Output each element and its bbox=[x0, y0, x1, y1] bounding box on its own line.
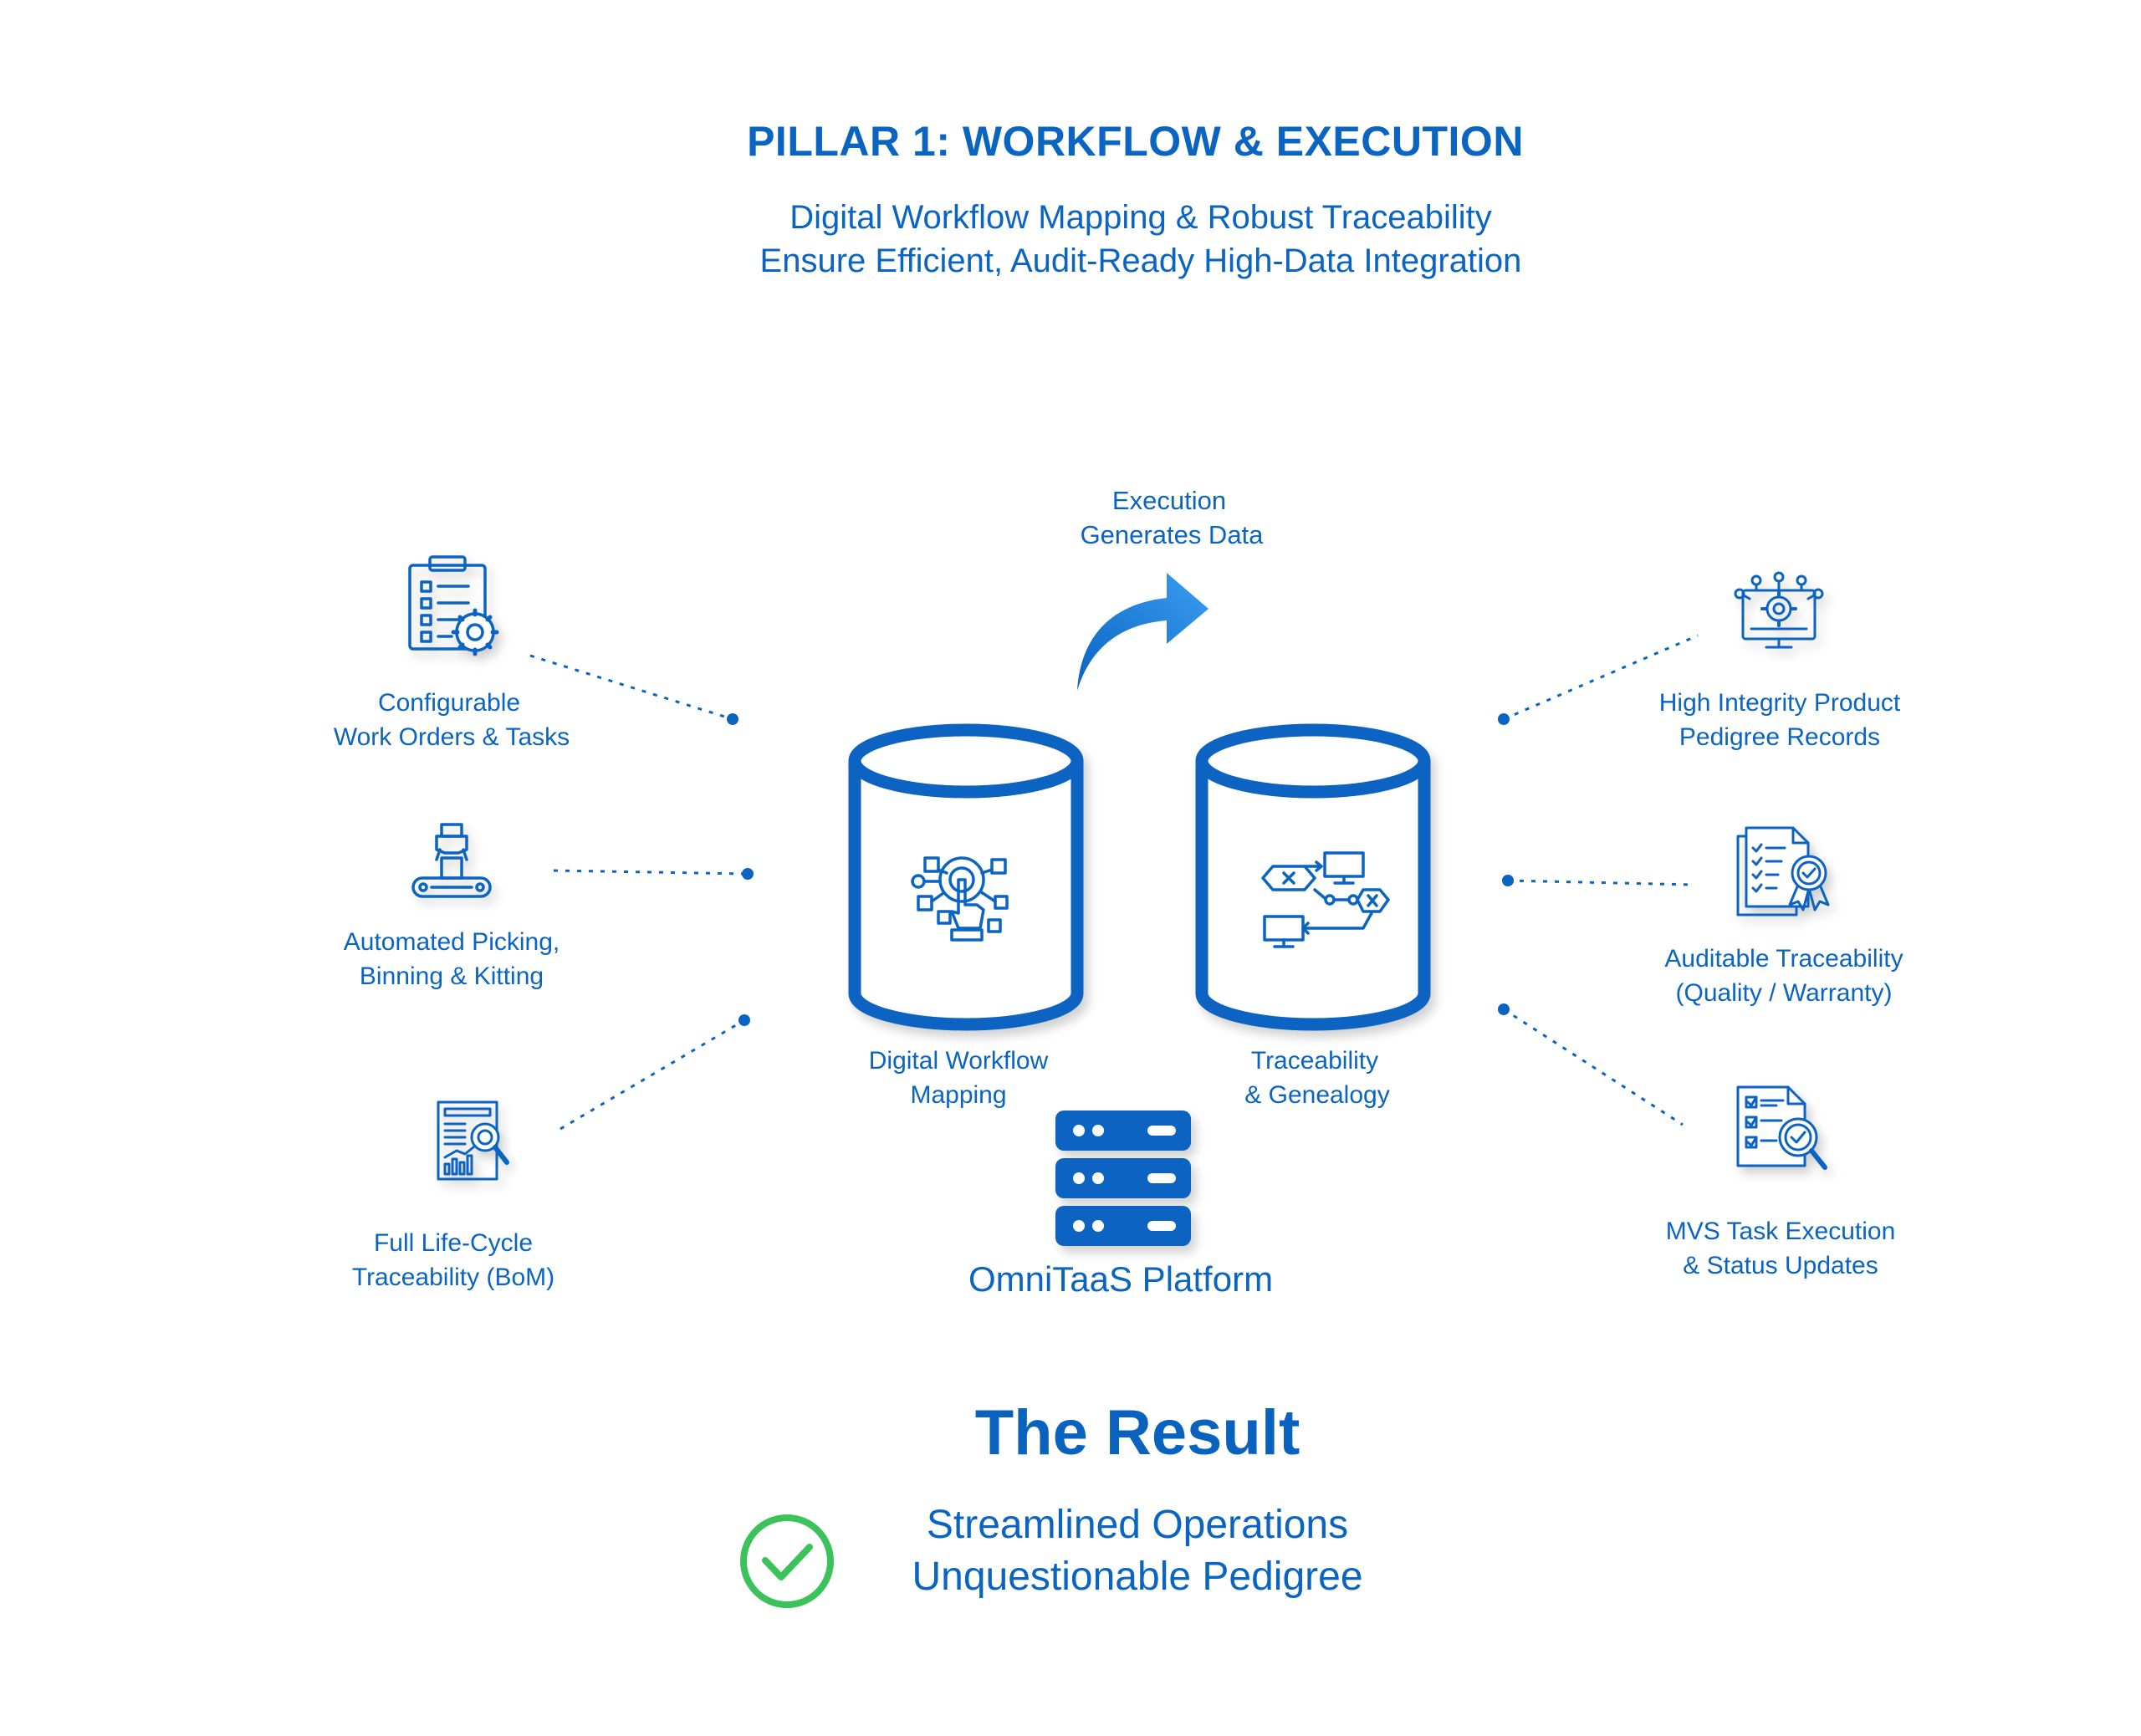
result-title: The Result bbox=[974, 1397, 1300, 1468]
execution-arrow-icon bbox=[1077, 573, 1208, 691]
result-line-2: Unquestionable Pedigree bbox=[912, 1555, 1363, 1599]
subtitle-line-2: Ensure Efficient, Audit-Ready High-Data … bbox=[759, 243, 1522, 279]
report-magnifier-icon bbox=[437, 1100, 509, 1181]
document-badge-icon bbox=[1736, 826, 1830, 917]
left-feature-3-label: Full Life-Cycle Traceability (BoM) bbox=[219, 1226, 687, 1294]
right-feature-3-line-1: MVS Task Execution bbox=[1665, 1218, 1896, 1245]
connector-right-1 bbox=[1498, 634, 1699, 725]
right-feature-2-line-1: Auditable Traceability bbox=[1664, 945, 1903, 973]
connector-left-1 bbox=[529, 654, 738, 725]
result-line-1: Streamlined Operations bbox=[926, 1503, 1349, 1547]
monitor-gear-network-icon bbox=[1734, 571, 1824, 649]
right-feature-2-label: Auditable Traceability (Quality / Warran… bbox=[1550, 942, 2018, 1010]
page-title: PILLAR 1: WORKFLOW & EXECUTION bbox=[747, 118, 1524, 165]
database-2-line-1: Traceability bbox=[1250, 1047, 1379, 1075]
database-2-line-2: & Genealogy bbox=[1244, 1081, 1390, 1109]
robotic-arm-conveyor-icon bbox=[411, 823, 492, 898]
right-feature-1-line-2: Pedigree Records bbox=[1679, 723, 1881, 751]
server-stack-icon bbox=[1055, 1111, 1191, 1246]
clipboard-gear-icon bbox=[408, 555, 499, 656]
right-feature-3-label: MVS Task Execution & Status Updates bbox=[1546, 1214, 2015, 1283]
connector-left-3 bbox=[560, 1014, 750, 1131]
right-feature-3-line-2: & Status Updates bbox=[1683, 1252, 1878, 1279]
checklist-magnifier-icon bbox=[1736, 1085, 1827, 1170]
database-1-line-2: Mapping bbox=[910, 1081, 1007, 1109]
database-1-line-1: Digital Workflow bbox=[868, 1047, 1049, 1075]
database-1-label: Digital Workflow Mapping bbox=[724, 1044, 1193, 1112]
arrow-label: Execution Generates Data bbox=[935, 483, 1403, 552]
database-digital-workflow bbox=[848, 723, 1084, 1031]
left-feature-1-line-1: Configurable bbox=[377, 689, 521, 717]
right-feature-1-label: High Integrity Product Pedigree Records bbox=[1546, 686, 2014, 754]
right-feature-1-line-1: High Integrity Product bbox=[1658, 689, 1901, 717]
right-feature-2-line-2: (Quality / Warranty) bbox=[1675, 979, 1893, 1007]
flow-monitors-icon bbox=[1261, 851, 1390, 948]
left-feature-2-label: Automated Picking, Binning & Kitting bbox=[217, 925, 686, 993]
left-feature-2-line-1: Automated Picking, bbox=[343, 928, 560, 956]
hand-network-icon bbox=[911, 856, 1009, 942]
left-feature-2-line-2: Binning & Kitting bbox=[359, 962, 544, 990]
database-2-label: Traceability & Genealogy bbox=[1081, 1044, 1549, 1112]
left-feature-3-line-1: Full Life-Cycle bbox=[373, 1229, 534, 1257]
left-feature-1-label: Configurable Work Orders & Tasks bbox=[217, 686, 686, 754]
connector-right-3 bbox=[1498, 1003, 1684, 1126]
left-feature-1-line-2: Work Orders & Tasks bbox=[333, 723, 570, 751]
check-circle-icon bbox=[740, 1514, 834, 1608]
database-traceability bbox=[1195, 723, 1431, 1031]
connector-right-2 bbox=[1502, 875, 1694, 886]
left-feature-3-line-2: Traceability (BoM) bbox=[351, 1264, 555, 1291]
arrow-label-line-1: Execution bbox=[1111, 486, 1227, 515]
subtitle-line-1: Digital Workflow Mapping & Robust Tracea… bbox=[789, 199, 1492, 236]
connector-left-2 bbox=[553, 868, 754, 880]
arrow-label-line-2: Generates Data bbox=[1080, 520, 1264, 549]
platform-label: OmniTaaS Platform bbox=[968, 1259, 1274, 1299]
